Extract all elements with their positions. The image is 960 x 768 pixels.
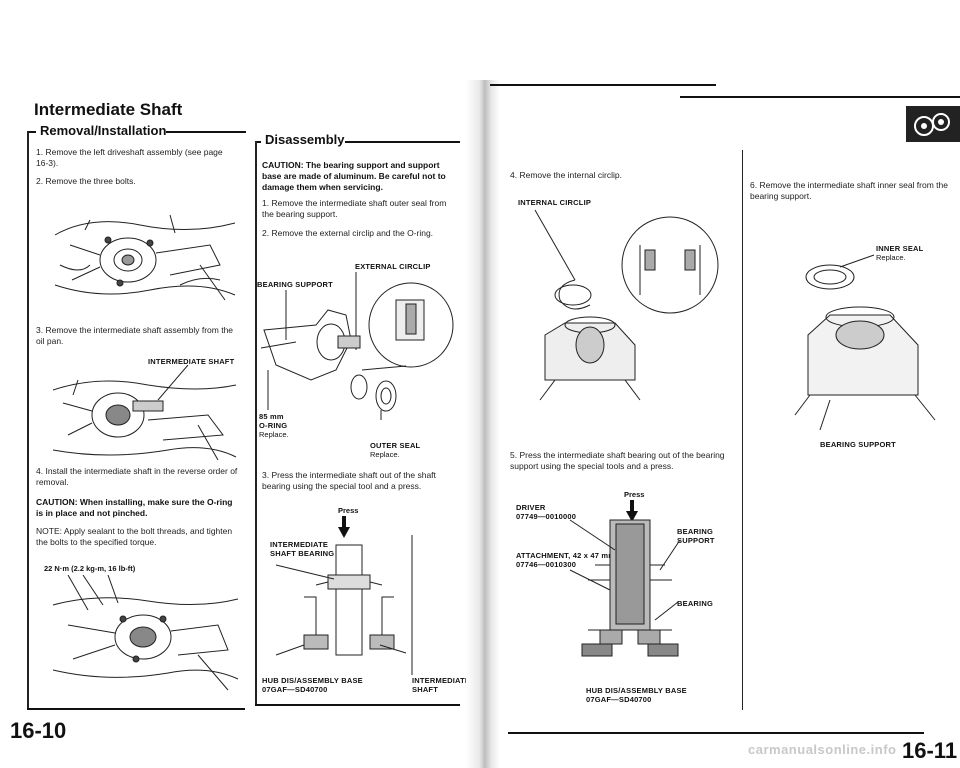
label-int-shaft-2: SHAFT: [412, 685, 438, 694]
step-number: 1.: [262, 198, 270, 208]
step-number: 2.: [262, 228, 270, 238]
step-text: Remove the intermediate shaft outer seal…: [262, 198, 447, 219]
step-text: Remove the internal circlip.: [519, 170, 622, 180]
section-heading-disassembly: Disassembly: [265, 132, 345, 147]
illustration-remove-shaft: [52, 365, 237, 461]
step-4: 4. Install the intermediate shaft in the…: [36, 466, 241, 488]
step-number: 6.: [750, 180, 758, 190]
step-number: 3.: [262, 470, 270, 480]
label-o-ring-size: 85 mm: [259, 412, 284, 421]
page-gutter: [466, 80, 500, 768]
label-o-ring: O-RING: [259, 421, 288, 430]
column-bottom-rule-left: [27, 708, 245, 710]
label-bearing-support-right: BEARING SUPPORT: [820, 440, 896, 449]
section-heading-removal: Removal/Installation: [40, 123, 167, 138]
step-text: Remove the intermediate shaft assembly f…: [36, 325, 234, 346]
press-arrow-icon-right: [626, 500, 638, 527]
right-step-5: 5. Press the intermediate shaft bearing …: [510, 450, 736, 472]
illustration-disassembly: [260, 272, 454, 420]
step-text: Press the intermediate shaft bearing out…: [510, 450, 725, 471]
step-text: Remove the left driveshaft assembly (see…: [36, 147, 223, 168]
column-rule-left: [27, 131, 29, 709]
torque-spec: 22 N·m (2.2 kg-m, 16 lb-ft): [44, 564, 136, 573]
label-int-shaft-1: INTERMEDIATE: [412, 676, 471, 685]
step-number: 2.: [36, 176, 44, 186]
section-rule-disassembly-long: [345, 141, 460, 143]
illustration-torque-bolts: [52, 575, 239, 691]
label-external-circlip: EXTERNAL CIRCLIP: [355, 262, 431, 271]
page-number-left: 16-10: [10, 718, 67, 743]
page-number-right: 16-11: [902, 738, 958, 763]
chapter-icon: [906, 106, 960, 142]
right-step-4: 4. Remove the internal circlip.: [510, 170, 740, 181]
step-number: 1.: [36, 147, 44, 157]
note-sealant: NOTE: Apply sealant to the bolt threads,…: [36, 526, 233, 547]
label-press: Press: [338, 506, 359, 515]
label-hub-base-1: HUB DIS/ASSEMBLY BASE: [262, 676, 363, 685]
caution-installing: CAUTION: When installing, make sure the …: [36, 497, 233, 518]
label-intermediate-shaft: INTERMEDIATE SHAFT: [148, 357, 235, 366]
footer-watermark: carmanualsonline.info: [748, 742, 897, 757]
label-outer-seal-replace: Replace.: [370, 450, 400, 459]
step-text: Install the intermediate shaft in the re…: [36, 466, 238, 487]
label-bearing-support-2: SUPPORT: [677, 536, 715, 545]
label-inner-seal-replace: Replace.: [876, 253, 906, 262]
section-rule-left-long: [166, 131, 246, 133]
top-rule-right: [490, 84, 716, 86]
label-bearing: BEARING: [677, 599, 713, 608]
step-number: 4.: [510, 170, 518, 180]
illustration-three-bolts: [54, 214, 236, 301]
caution-aluminum: CAUTION: The bearing support and support…: [262, 160, 446, 192]
illustration-internal-circlip: [534, 209, 719, 401]
label-int-shaft-bearing-1: INTERMEDIATE: [270, 540, 329, 549]
step-2: 2. Remove the three bolts.: [36, 176, 236, 187]
label-bearing-support-1: BEARING: [677, 527, 713, 536]
label-hub-base-2: 07GAF—SD40700: [262, 685, 328, 694]
illustration-press-bearing: [569, 519, 681, 657]
bottom-rule-right: [508, 732, 924, 734]
illustration-press-shaft: [275, 535, 413, 675]
label-int-shaft-bearing-2: SHAFT BEARING: [270, 549, 335, 558]
column-rule-disassembly: [255, 141, 257, 705]
label-internal-circlip: INTERNAL CIRCLIP: [518, 198, 592, 207]
step-number: 4.: [36, 466, 44, 476]
step-text: Remove the intermediate shaft inner seal…: [750, 180, 948, 201]
label-press-right: Press: [624, 490, 645, 499]
label-driver-2: 07749—0010000: [516, 512, 577, 521]
step-number: 3.: [36, 325, 44, 335]
right-step-6: 6. Remove the intermediate shaft inner s…: [750, 180, 955, 202]
label-driver-1: DRIVER: [516, 503, 546, 512]
label-attachment-2: 07746—0010300: [516, 560, 577, 569]
step-1: 1. Remove the left driveshaft assembly (…: [36, 147, 236, 169]
step-number: 5.: [510, 450, 518, 460]
label-bearing-support: BEARING SUPPORT: [257, 280, 333, 289]
column-rule-right: [742, 150, 743, 710]
disassembly-step-2: 2. Remove the external circlip and the O…: [262, 228, 460, 239]
column-bottom-rule-disassembly: [255, 704, 460, 706]
label-outer-seal: OUTER SEAL: [370, 441, 421, 450]
page-title: Intermediate Shaft: [34, 100, 183, 119]
step-text: Remove the three bolts.: [45, 176, 136, 186]
label-hub-base-right-2: 07GAF—SD40700: [586, 695, 652, 704]
section-rule-disassembly-short: [255, 141, 261, 143]
disassembly-step-1: 1. Remove the intermediate shaft outer s…: [262, 198, 460, 220]
label-o-ring-replace: Replace.: [259, 430, 289, 439]
illustration-inner-seal: [794, 254, 936, 431]
step-text: Press the intermediate shaft out of the …: [262, 470, 436, 491]
step-text: Remove the external circlip and the O-ri…: [271, 228, 434, 238]
step-3: 3. Remove the intermediate shaft assembl…: [36, 325, 241, 347]
disassembly-step-3: 3. Press the intermediate shaft out of t…: [262, 470, 460, 492]
section-rule-left-short: [28, 131, 36, 133]
label-inner-seal: INNER SEAL: [876, 244, 924, 253]
label-hub-base-right-1: HUB DIS/ASSEMBLY BASE: [586, 686, 687, 695]
top-rule-right-2: [680, 96, 960, 98]
label-attachment-1: ATTACHMENT, 42 x 47 mm: [516, 551, 616, 560]
